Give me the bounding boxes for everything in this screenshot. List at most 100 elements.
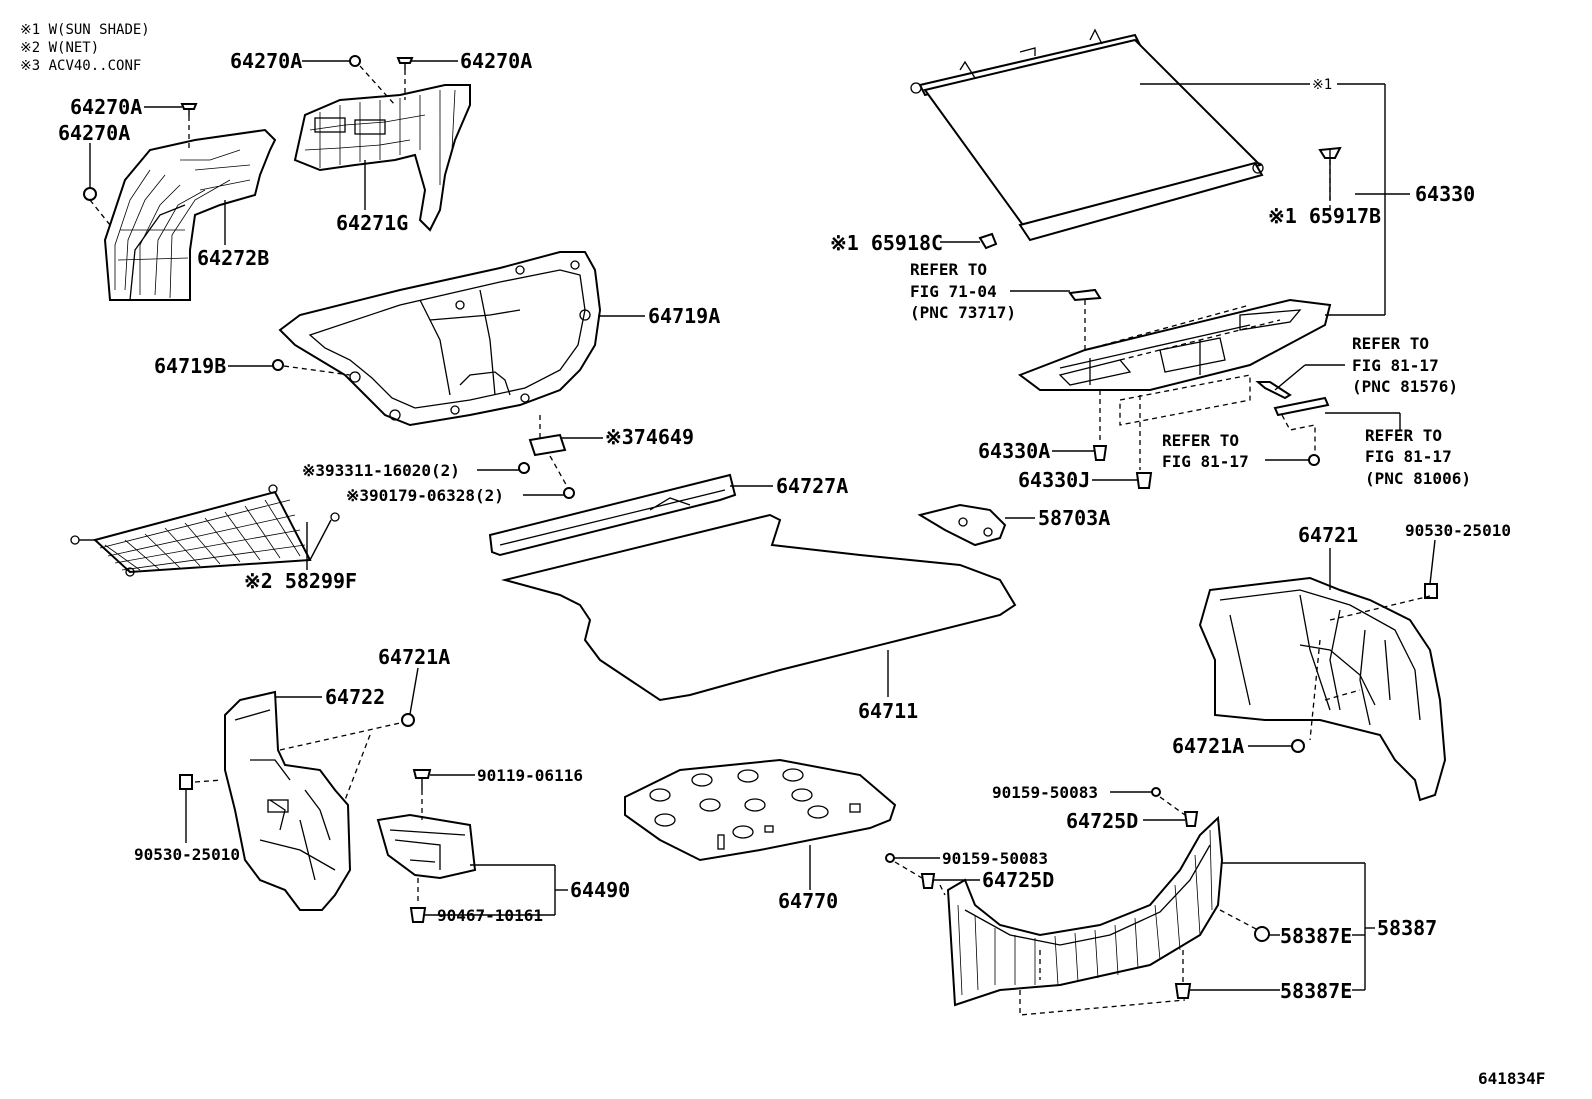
svg-text:FIG 71-04: FIG 71-04	[910, 282, 997, 301]
svg-text:FIG 81-17: FIG 81-17	[1352, 356, 1439, 375]
svg-text:FIG 81-17: FIG 81-17	[1365, 447, 1452, 466]
screw-90119[interactable]	[412, 769, 432, 790]
part-net-58299F[interactable]	[70, 484, 340, 577]
part-tray-64490[interactable]	[376, 813, 477, 880]
label-64270A-b[interactable]: 64270A	[58, 121, 130, 145]
label-58387E-b[interactable]: 58387E	[1280, 979, 1352, 1003]
label-64271G[interactable]: 64271G	[336, 211, 408, 235]
label-90530-left[interactable]: 90530-25010	[134, 845, 240, 864]
clip-64270A-d[interactable]	[396, 57, 414, 70]
label-58299F[interactable]: ※2 58299F	[244, 569, 357, 593]
label-64725D-b[interactable]: 64725D	[982, 868, 1054, 892]
label-64721A-right[interactable]: 64721A	[1172, 734, 1244, 758]
label-90159-a[interactable]: 90159-50083	[992, 783, 1098, 802]
refer-plate-73717[interactable]	[1068, 288, 1102, 302]
label-65917B[interactable]: ※1 65917B	[1268, 204, 1381, 228]
clip-90530-right[interactable]	[1424, 583, 1438, 599]
label-64272B[interactable]: 64272B	[197, 246, 269, 270]
label-64719A[interactable]: 64719A	[648, 304, 720, 328]
label-90530-right[interactable]: 90530-25010	[1405, 521, 1511, 540]
part-upper-trim-64271G[interactable]	[293, 84, 471, 232]
clip-64330A[interactable]	[1092, 445, 1108, 461]
label-64330[interactable]: 64330	[1415, 182, 1475, 206]
clip-90467[interactable]	[409, 907, 427, 923]
label-64270A-a[interactable]: 64270A	[70, 95, 142, 119]
label-64270A-c[interactable]: 64270A	[230, 49, 302, 73]
label-58387E-a[interactable]: 58387E	[1280, 924, 1352, 948]
label-90159-b[interactable]: 90159-50083	[942, 849, 1048, 868]
clip-58387E-b[interactable]	[1174, 983, 1192, 999]
label-64721A-left[interactable]: 64721A	[378, 645, 450, 669]
clip-64719B[interactable]	[272, 359, 284, 371]
bolt-90179[interactable]	[563, 487, 575, 499]
part-74649[interactable]	[528, 433, 567, 457]
clip-64270A-c[interactable]	[349, 55, 361, 67]
label-65918C[interactable]: ※1 65918C	[830, 231, 943, 255]
refer-fig-71-04[interactable]: REFER TO FIG 71-04 (PNC 73717)	[910, 260, 1016, 322]
assembly-lines	[89, 65, 1431, 1016]
label-90179[interactable]: ※390179-06328(2)	[346, 486, 504, 505]
label-64770[interactable]: 64770	[778, 889, 838, 913]
svg-text:(PNC 73717): (PNC 73717)	[910, 303, 1016, 322]
label-64719B[interactable]: 64719B	[154, 354, 226, 378]
label-64711[interactable]: 64711	[858, 699, 918, 723]
label-64721[interactable]: 64721	[1298, 523, 1358, 547]
clip-64270A-a[interactable]	[180, 103, 198, 116]
label-64490[interactable]: 64490	[570, 878, 630, 902]
clip-64330J[interactable]	[1135, 472, 1153, 489]
figure-id: 641834F	[1478, 1069, 1545, 1088]
label-64725D-a[interactable]: 64725D	[1066, 809, 1138, 833]
part-floor-mat-64711[interactable]	[501, 513, 1017, 702]
clip-65918C[interactable]	[978, 232, 998, 250]
note-sun-shade: ※1 W(SUN SHADE)	[20, 22, 150, 38]
clip-90530-left[interactable]	[179, 774, 193, 790]
svg-text:(PNC 81576): (PNC 81576)	[1352, 377, 1458, 396]
label-64330A[interactable]: 64330A	[978, 439, 1050, 463]
label-64727A[interactable]: 64727A	[776, 474, 848, 498]
label-58703A[interactable]: 58703A	[1038, 506, 1110, 530]
label-64722[interactable]: 64722	[325, 685, 385, 709]
part-rear-trim-58387[interactable]	[946, 815, 1224, 1007]
refer-to-notes: REFER TO FIG 71-04 (PNC 73717) REFER TO …	[910, 260, 1471, 488]
clip-58387E-a[interactable]	[1254, 926, 1270, 942]
part-back-door-trim-64719A[interactable]	[278, 251, 602, 427]
part-labels: 64270A 64270A 64270A 64270A 64271G 64272…	[58, 49, 1511, 1003]
svg-text:REFER TO: REFER TO	[1352, 334, 1429, 353]
legend-notes: ※1 W(SUN SHADE) ※2 W(NET) ※3 ACV40..CONF	[20, 22, 150, 74]
label-64330J[interactable]: 64330J	[1018, 468, 1090, 492]
label-74649[interactable]: ※374649	[605, 425, 694, 449]
bolt-90159-b[interactable]	[885, 853, 895, 863]
refer-fig-81-17-81006[interactable]: REFER TO FIG 81-17 (PNC 81006)	[1365, 426, 1471, 488]
part-quarter-trim-left[interactable]	[103, 128, 277, 301]
part-side-trim-64722[interactable]	[224, 690, 352, 911]
svg-text:FIG 81-17: FIG 81-17	[1162, 452, 1249, 471]
svg-text:(PNC 81006): (PNC 81006)	[1365, 469, 1471, 488]
clip-64721A-left[interactable]	[401, 713, 415, 727]
part-cover-64770[interactable]	[624, 758, 897, 862]
part-quarter-trim-right-64721[interactable]	[1198, 576, 1447, 802]
svg-text:REFER TO: REFER TO	[910, 260, 987, 279]
svg-text:REFER TO: REFER TO	[1162, 431, 1239, 450]
label-90119[interactable]: 90119-06116	[477, 766, 583, 785]
label-90467[interactable]: 90467-10161	[437, 906, 543, 925]
label-x1-marker: ※1	[1312, 77, 1332, 93]
part-sun-shade[interactable]	[910, 28, 1264, 242]
nut-93311[interactable]	[518, 462, 530, 474]
part-sill-64727A[interactable]	[488, 473, 737, 557]
clip-64725D-b[interactable]	[920, 873, 936, 889]
refer-fig-81-17[interactable]: REFER TO FIG 81-17	[1162, 431, 1249, 471]
refer-fig-81-17-81576[interactable]: REFER TO FIG 81-17 (PNC 81576)	[1352, 334, 1458, 396]
label-58387[interactable]: 58387	[1377, 916, 1437, 940]
note-net: ※2 W(NET)	[20, 40, 99, 56]
clip-64721A-right[interactable]	[1291, 739, 1305, 753]
bolt-81576[interactable]	[1255, 381, 1292, 400]
clip-64725D-a[interactable]	[1183, 811, 1199, 827]
label-64270A-d[interactable]: 64270A	[460, 49, 532, 73]
part-deck-board-64330[interactable]	[1017, 298, 1332, 391]
note-conf: ※3 ACV40..CONF	[20, 58, 141, 74]
bolt-90159-a[interactable]	[1151, 787, 1161, 797]
part-mat-58703A[interactable]	[917, 503, 1007, 547]
label-93311[interactable]: ※393311-16020(2)	[302, 461, 460, 480]
bracket-81006[interactable]	[1273, 396, 1330, 466]
clip-64270A-b[interactable]	[83, 187, 97, 201]
